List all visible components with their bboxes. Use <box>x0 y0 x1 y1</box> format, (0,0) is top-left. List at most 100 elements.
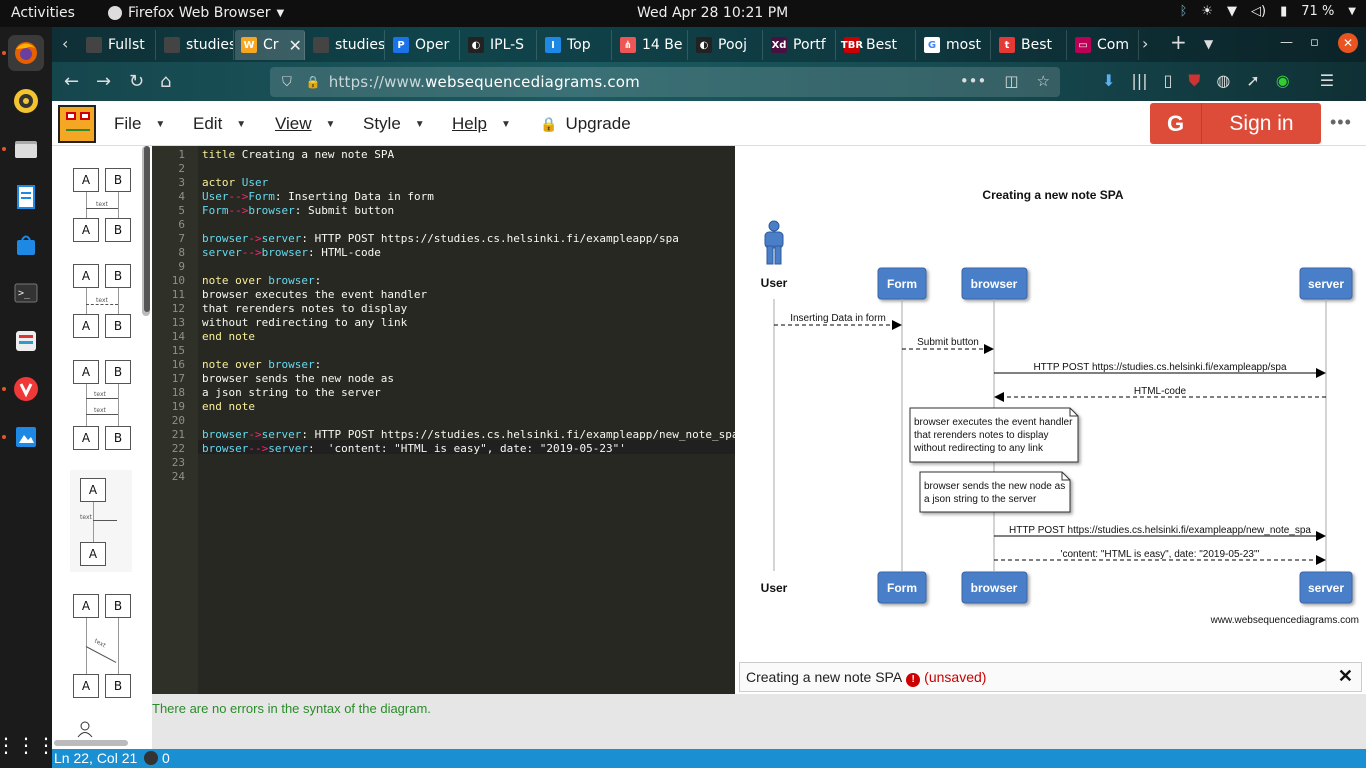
code-line[interactable]: actor User <box>202 176 268 190</box>
list-all-tabs-button[interactable]: ▼ <box>1204 37 1214 51</box>
palette-actor-icon[interactable] <box>76 720 94 738</box>
palette-template-1[interactable]: A B text A B <box>70 168 132 242</box>
minimize-button[interactable]: — <box>1280 35 1293 50</box>
menu-view[interactable]: View▼ <box>275 114 335 134</box>
code-line[interactable]: browser executes the event handler <box>202 288 427 302</box>
ublock-icon[interactable]: ⛊ <box>1188 71 1201 90</box>
palette-template-3[interactable]: A B text text A B <box>70 360 132 450</box>
dock-rhythmbox[interactable] <box>8 83 44 119</box>
code-line[interactable]: note over browser: <box>202 274 321 288</box>
grammarly-icon[interactable]: ◉ <box>1275 71 1290 90</box>
code-line[interactable]: browser->server: HTTP POST https://studi… <box>202 232 679 246</box>
code-token: browser <box>202 428 249 441</box>
palette-hscroll[interactable] <box>54 740 128 746</box>
pocket-icon[interactable]: ◫ <box>1004 72 1019 90</box>
line-number: 17 <box>171 372 185 385</box>
show-applications-button[interactable]: ⋮⋮⋮ <box>0 727 56 763</box>
downloads-icon[interactable]: ⬇ <box>1102 71 1116 90</box>
code-line[interactable]: note over browser: <box>202 358 321 372</box>
browser-tab[interactable]: ▭Com <box>1069 30 1139 60</box>
palette-self-arrow <box>93 520 117 521</box>
more-options-button[interactable]: ••• <box>1330 112 1352 132</box>
reload-button[interactable]: ↻ <box>129 71 145 92</box>
google-sign-in-button[interactable]: G Sign in <box>1150 103 1321 144</box>
palette-text: text <box>94 391 106 398</box>
dock-vivaldi[interactable] <box>8 371 44 407</box>
new-tab-button[interactable]: + <box>1170 30 1187 54</box>
cursor-extension-icon[interactable]: ➚ <box>1246 71 1260 90</box>
code-line[interactable]: browser->server: HTTP POST https://studi… <box>202 428 738 442</box>
dock-app-2[interactable] <box>8 419 44 455</box>
code-token: browser <box>268 274 315 287</box>
palette-box-b: B <box>105 218 131 242</box>
activities-button[interactable]: Activities <box>11 5 75 21</box>
code-line[interactable]: that rerenders notes to display <box>202 302 407 316</box>
close-icon[interactable]: ✕ <box>1337 666 1353 686</box>
app-menu[interactable]: Firefox Web Browser ▼ <box>108 5 284 21</box>
palette-template-5[interactable]: A B text A B <box>70 594 132 698</box>
code-line[interactable]: end note <box>202 330 255 344</box>
maximize-button[interactable]: ▫ <box>1310 35 1319 50</box>
tab-scroll-left-icon[interactable]: ‹ <box>62 34 69 53</box>
dock-files[interactable] <box>8 131 44 167</box>
code-line[interactable]: Form-->browser: Submit button <box>202 204 394 218</box>
editor-scrollbar[interactable] <box>144 146 150 312</box>
dock-software[interactable] <box>8 227 44 263</box>
tab-favicon-icon: Xd <box>771 37 787 53</box>
forward-button[interactable]: → <box>96 71 112 92</box>
code-line[interactable]: browser sends the new node as <box>202 372 394 386</box>
document-title[interactable]: Creating a new note SPA <box>746 669 903 685</box>
dock-app[interactable] <box>8 323 44 359</box>
library-icon[interactable]: ||| <box>1131 71 1148 90</box>
palette-template-2[interactable]: A B text A B <box>70 264 132 338</box>
close-window-button[interactable]: ✕ <box>1338 33 1358 53</box>
browser-tab[interactable]: ◐Pooj <box>690 30 763 60</box>
palette-template-4[interactable]: A text A <box>70 470 132 572</box>
menu-help[interactable]: Help▼ <box>452 114 511 134</box>
dock-writer[interactable] <box>8 179 44 215</box>
code-line[interactable]: browser-->server: 'content: "HTML is eas… <box>202 442 626 456</box>
clock[interactable]: Wed Apr 28 10:21 PM <box>637 5 789 21</box>
tab-scroll-right-icon[interactable]: › <box>1142 34 1149 53</box>
websequencediagrams-logo[interactable] <box>58 105 96 143</box>
menu-edit[interactable]: Edit▼ <box>193 114 246 134</box>
note-line: that rerenders notes to display <box>914 430 1049 441</box>
dock-firefox[interactable] <box>8 35 44 71</box>
bookmark-star-icon[interactable]: ☆ <box>1036 72 1050 90</box>
url-bar[interactable]: ⛉ 🔒 https://www.websequencediagrams.com … <box>270 67 1060 97</box>
dock-running-indicator <box>2 51 6 55</box>
browser-tab[interactable]: studies.c <box>158 30 234 60</box>
menu-style[interactable]: Style▼ <box>363 114 425 134</box>
code-line[interactable]: end note <box>202 400 255 414</box>
browser-tab[interactable]: ◐IPL-S <box>462 30 537 60</box>
browser-tab[interactable]: ⋔14 Be <box>614 30 688 60</box>
code-token: : <box>314 358 322 371</box>
code-line[interactable]: without redirecting to any link <box>202 316 407 330</box>
extension-icon[interactable]: ◍ <box>1216 71 1231 90</box>
dock-terminal[interactable]: >_ <box>8 275 44 311</box>
browser-tab[interactable]: Fullst <box>80 30 156 60</box>
syntax-status-message: There are no errors in the syntax of the… <box>152 701 431 716</box>
code-line[interactable]: title Creating a new note SPA <box>202 148 394 162</box>
upgrade-button[interactable]: 🔒Upgrade <box>540 114 631 134</box>
back-button[interactable]: ← <box>64 71 80 92</box>
sidebar-icon[interactable]: ▯ <box>1163 71 1173 90</box>
page-actions-icon[interactable]: ••• <box>959 72 987 90</box>
hamburger-menu-icon[interactable]: ☰ <box>1319 71 1335 90</box>
system-tray[interactable]: ᛒ ☀ ▼ ◁) ▮ 71 % ▼ <box>1180 4 1356 19</box>
browser-tab[interactable]: studies.c <box>307 30 385 60</box>
home-button[interactable]: ⌂ <box>160 71 172 92</box>
menu-file[interactable]: File▼ <box>114 114 165 134</box>
tab-close-icon[interactable]: ✕ <box>288 35 302 55</box>
code-line[interactable]: server-->browser: HTML-code <box>202 246 381 260</box>
code-line[interactable]: a json string to the server <box>202 386 381 400</box>
code-line[interactable]: User-->Form: Inserting Data in form <box>202 190 434 204</box>
